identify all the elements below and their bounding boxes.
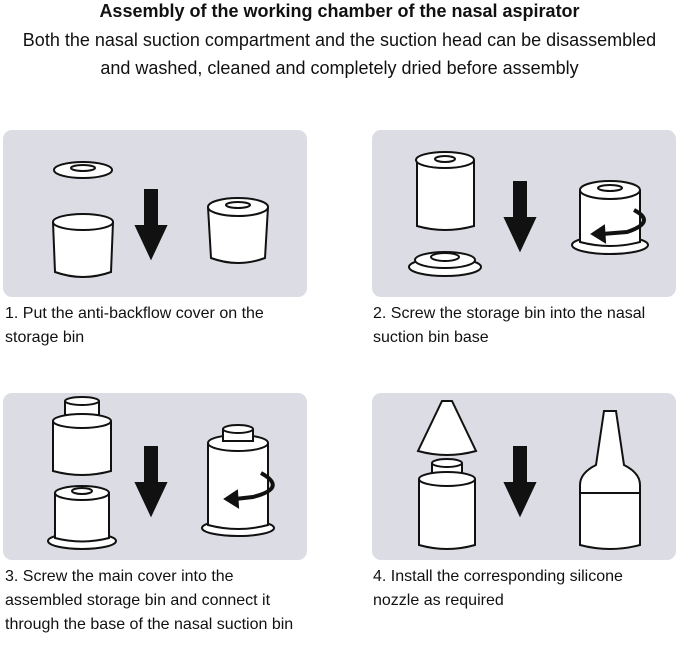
step-2-caption: 2. Screw the storage bin into the nasal … [373,305,646,346]
page-title: Assembly of the working chamber of the n… [99,1,580,21]
step-4-illustration [372,393,676,560]
step-3-caption: 3. Screw the main cover into the assembl… [5,568,294,633]
page-subtitle: Both the nasal suction compartment and t… [22,30,657,78]
step-1-caption: 1. Put the anti-backflow cover on the st… [5,305,264,346]
step-4-caption: 4. Install the corresponding silicone no… [373,568,623,609]
step-1-illustration [3,130,307,297]
step-3-illustration [3,393,307,560]
step-2-illustration [372,130,676,297]
